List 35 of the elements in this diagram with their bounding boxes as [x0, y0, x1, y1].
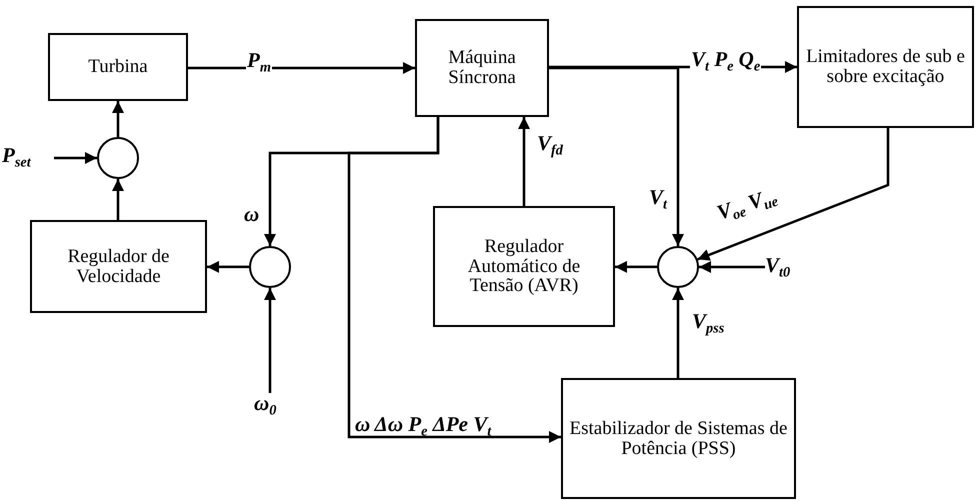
- block-label: Regulador de Velocidade: [66, 246, 170, 286]
- arrow: [264, 288, 276, 393]
- arrow: [112, 179, 124, 220]
- process-block: [48, 33, 188, 101]
- arrow: [549, 66, 684, 246]
- signal-label: P$_{set}$: [2, 145, 54, 173]
- process-block: [797, 6, 974, 128]
- process-block: [415, 19, 549, 117]
- process-block: [561, 378, 796, 499]
- edge-label: V$_{t}$: [648, 187, 668, 208]
- block-label: Turbina: [88, 57, 148, 77]
- arrow: [672, 288, 684, 378]
- signal-label: ω$_{0}$: [254, 393, 290, 421]
- summing-junction: [97, 137, 139, 179]
- arrow: [207, 260, 249, 273]
- arrow: [697, 128, 890, 261]
- process-block: [30, 220, 207, 313]
- block-label: Máquina Síncrona: [447, 48, 517, 88]
- block-label: Estabilizador de Sistemas de Potência (PSS): [569, 418, 788, 458]
- arrow: [615, 260, 657, 273]
- arrow: [348, 117, 561, 443]
- block-label: Limitadores de sub e sobre excitação: [805, 47, 966, 87]
- summing-junction: [249, 246, 291, 288]
- block-label: Regulador Automático de Tensão (AVR): [466, 236, 582, 296]
- arrow: [518, 117, 530, 206]
- arrow: [188, 62, 415, 74]
- edge-label: V$_{t}$ P$_{e}$ Q$_{e}$: [690, 49, 762, 70]
- signal-label: V$_{t0}$: [765, 255, 801, 283]
- edge-label: ω Δω P$_{e}$ ΔPe V$_{t}$: [354, 414, 492, 435]
- edge-label: P$_{m}$: [246, 50, 272, 71]
- arrow: [54, 152, 97, 164]
- summing-junction: [657, 246, 699, 288]
- process-block: [433, 206, 615, 327]
- arrow: [699, 261, 765, 273]
- arrow: [112, 101, 124, 137]
